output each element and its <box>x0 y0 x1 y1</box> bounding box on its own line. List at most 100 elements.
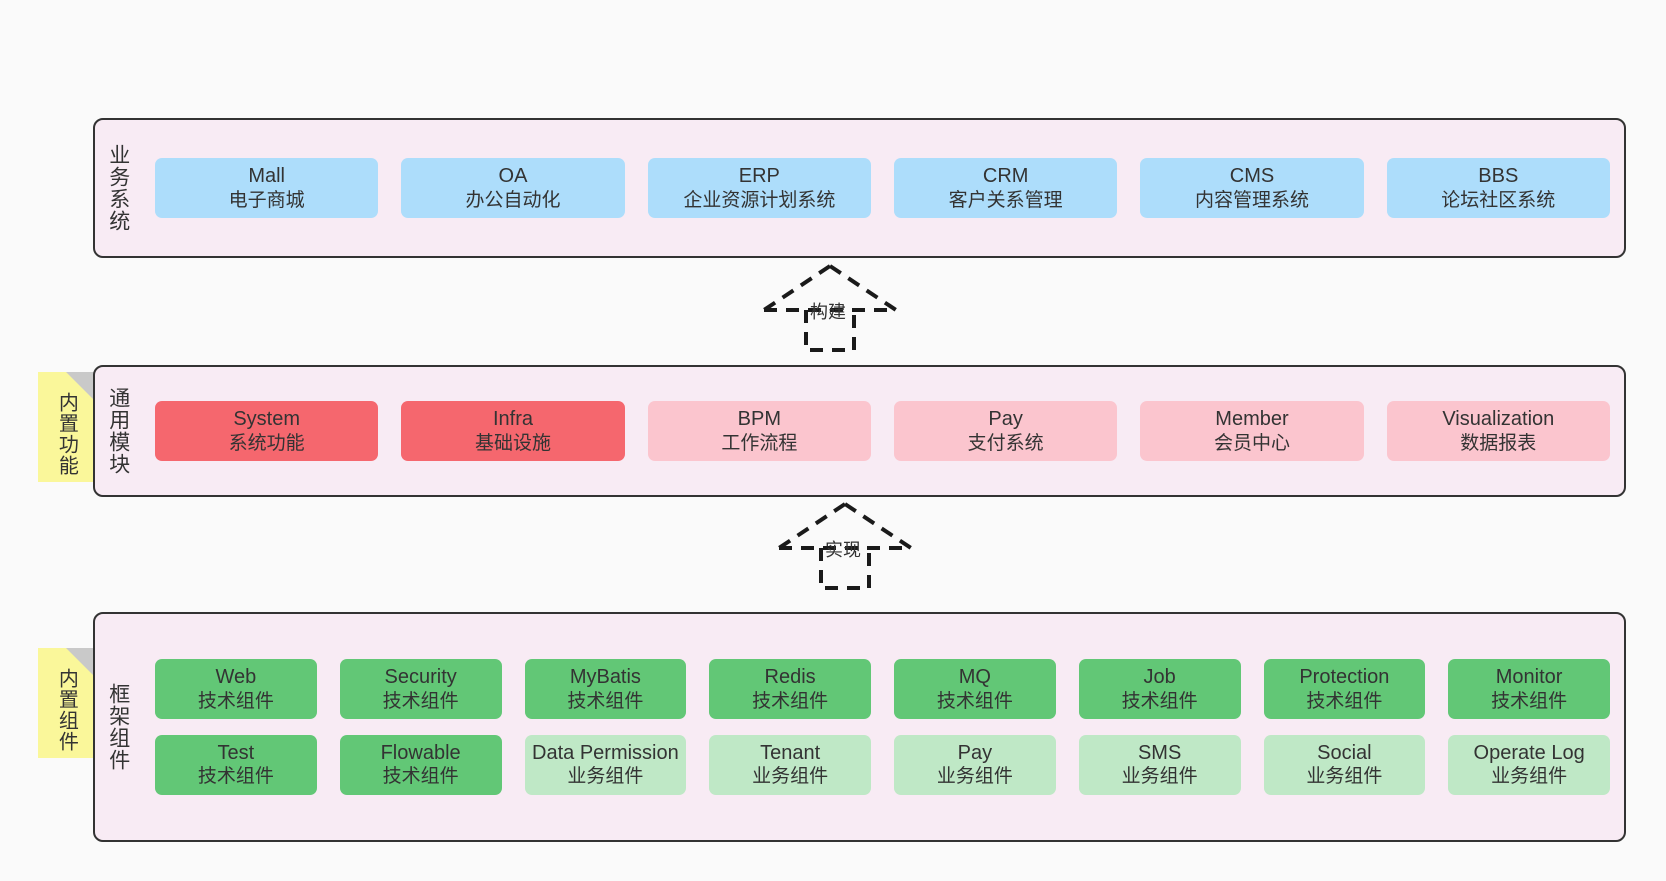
cell-title: Monitor <box>1495 666 1563 689</box>
cell-title: ERP <box>738 165 780 188</box>
cell-title: Redis <box>764 666 816 689</box>
cell-title: System <box>233 408 300 431</box>
cell-title: BPM <box>737 408 781 431</box>
cell-subtitle: 技术组件 <box>197 690 274 712</box>
cell-title: Security <box>384 666 457 689</box>
cell-subtitle: 技术组件 <box>382 766 459 788</box>
cell-title: MyBatis <box>569 666 641 689</box>
cell-subtitle: 会员中心 <box>1213 432 1290 454</box>
cell-subtitle: 电子商城 <box>228 189 305 211</box>
cell-subtitle: 内容管理系统 <box>1194 189 1309 211</box>
cell-subtitle: 技术组件 <box>752 690 829 712</box>
cell-subtitle: 企业资源计划系统 <box>683 189 836 211</box>
cell-title: Pay <box>988 408 1023 431</box>
layer-framework-title: 框架组件 <box>106 683 130 771</box>
cell-subtitle: 业务组件 <box>567 766 644 788</box>
layer-business-title: 业务系统 <box>106 144 130 232</box>
cell-title: Pay <box>957 742 993 764</box>
cell-title: Web <box>215 666 257 689</box>
cell-title: Visualization <box>1442 408 1555 431</box>
cell-subtitle: 技术组件 <box>197 766 274 788</box>
cell-title: Tenant <box>760 742 821 764</box>
cell-title: BBS <box>1478 165 1519 188</box>
note-fold-corner-icon <box>66 372 94 400</box>
cell-subtitle: 办公自动化 <box>465 189 561 211</box>
cell-subtitle: 业务组件 <box>936 766 1013 788</box>
cell-subtitle: 技术组件 <box>1491 690 1568 712</box>
cell-title: Operate Log <box>1473 742 1585 764</box>
cell-subtitle: 基础设施 <box>474 432 551 454</box>
cell-subtitle: 技术组件 <box>1121 690 1198 712</box>
cell-title: Infra <box>492 408 533 431</box>
note-builtin-components-label: 内置组件 <box>55 668 78 752</box>
cell-title: Flowable <box>380 742 461 764</box>
cell-subtitle: 技术组件 <box>567 690 644 712</box>
cell-subtitle: 系统功能 <box>228 432 305 454</box>
cell-subtitle: 技术组件 <box>1306 690 1383 712</box>
connector-build-label: 构建 <box>810 302 846 322</box>
cell-subtitle: 数据报表 <box>1460 432 1537 454</box>
connector-implement: 实现 <box>775 500 915 590</box>
cell-subtitle: 技术组件 <box>382 690 459 712</box>
cell-title: CRM <box>982 165 1029 188</box>
connector-implement-label: 实现 <box>825 540 861 560</box>
cell-subtitle: 客户关系管理 <box>948 189 1063 211</box>
cell-title: Member <box>1215 408 1289 431</box>
cell-subtitle: 论坛社区系统 <box>1441 189 1556 211</box>
cell-title: Mall <box>248 165 285 188</box>
cell-title: Protection <box>1299 666 1390 689</box>
note-fold-corner-icon <box>66 648 94 676</box>
cell-subtitle: 业务组件 <box>752 766 829 788</box>
note-builtin-features-label: 内置功能 <box>55 392 78 476</box>
note-builtin-features: 内置功能 <box>38 372 94 482</box>
cell-subtitle: 业务组件 <box>1121 766 1198 788</box>
note-builtin-components: 内置组件 <box>38 648 94 758</box>
cell-title: Data Permission <box>532 742 679 764</box>
cell-subtitle: 技术组件 <box>936 690 1013 712</box>
cell-subtitle: 工作流程 <box>721 432 798 454</box>
layer-modules-title: 通用模块 <box>106 387 130 475</box>
cell-title: OA <box>498 165 528 188</box>
cell-title: MQ <box>958 666 991 689</box>
cell-title: SMS <box>1137 742 1182 764</box>
